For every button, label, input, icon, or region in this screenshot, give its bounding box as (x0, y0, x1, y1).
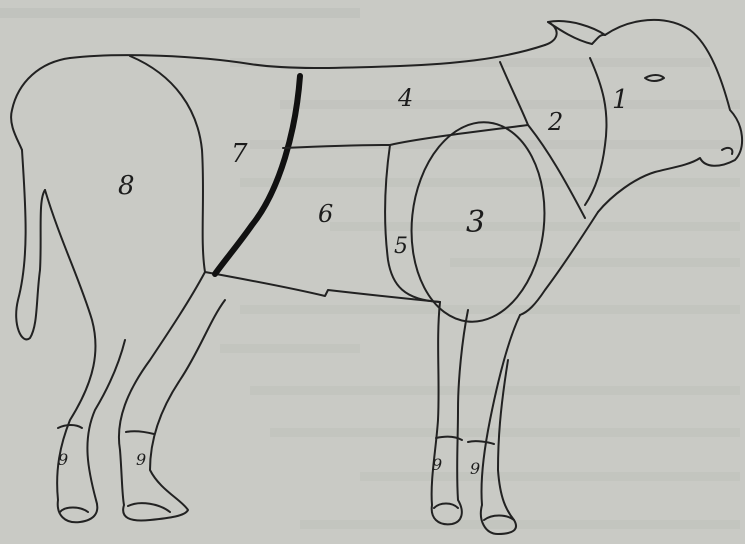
region-label-7: 7 (231, 139, 248, 169)
cut-line-9-front-right (468, 441, 494, 444)
region-label-9-hind-left: 9 (136, 450, 146, 469)
eye (645, 75, 664, 81)
region-label-5: 5 (394, 234, 408, 259)
region-label-9-front-left: 9 (432, 455, 442, 474)
hoof-front-right (484, 516, 514, 521)
front-leg-left (432, 302, 468, 524)
nostril (722, 148, 732, 154)
cut-lines (58, 56, 607, 444)
front-leg-right (481, 315, 520, 534)
region-label-2: 2 (547, 108, 563, 136)
rump-line (11, 58, 70, 150)
hind-leg-left (119, 272, 225, 520)
hoof-front-left (434, 504, 458, 509)
cut-line-9-hind-right (58, 425, 82, 428)
region-label-9-front-right: 9 (470, 459, 480, 478)
region-label-9-hind-right: 9 (58, 450, 68, 469)
cattle-outline (11, 20, 742, 534)
region-label-4: 4 (397, 84, 413, 112)
hoof-hind-right (60, 508, 88, 513)
hind-leg-right (45, 190, 125, 522)
hoof-hind-left (128, 503, 170, 512)
belly-line (205, 272, 440, 302)
tail (16, 150, 45, 339)
cut-line-8-rump (130, 56, 205, 272)
bleed-through-text (0, 8, 740, 529)
region-label-3: 3 (466, 205, 485, 240)
region-label-8: 8 (118, 171, 135, 201)
region-label-6: 6 (318, 200, 333, 228)
cut-line-9-hind-left (126, 431, 154, 434)
region-label-1: 1 (612, 85, 629, 115)
